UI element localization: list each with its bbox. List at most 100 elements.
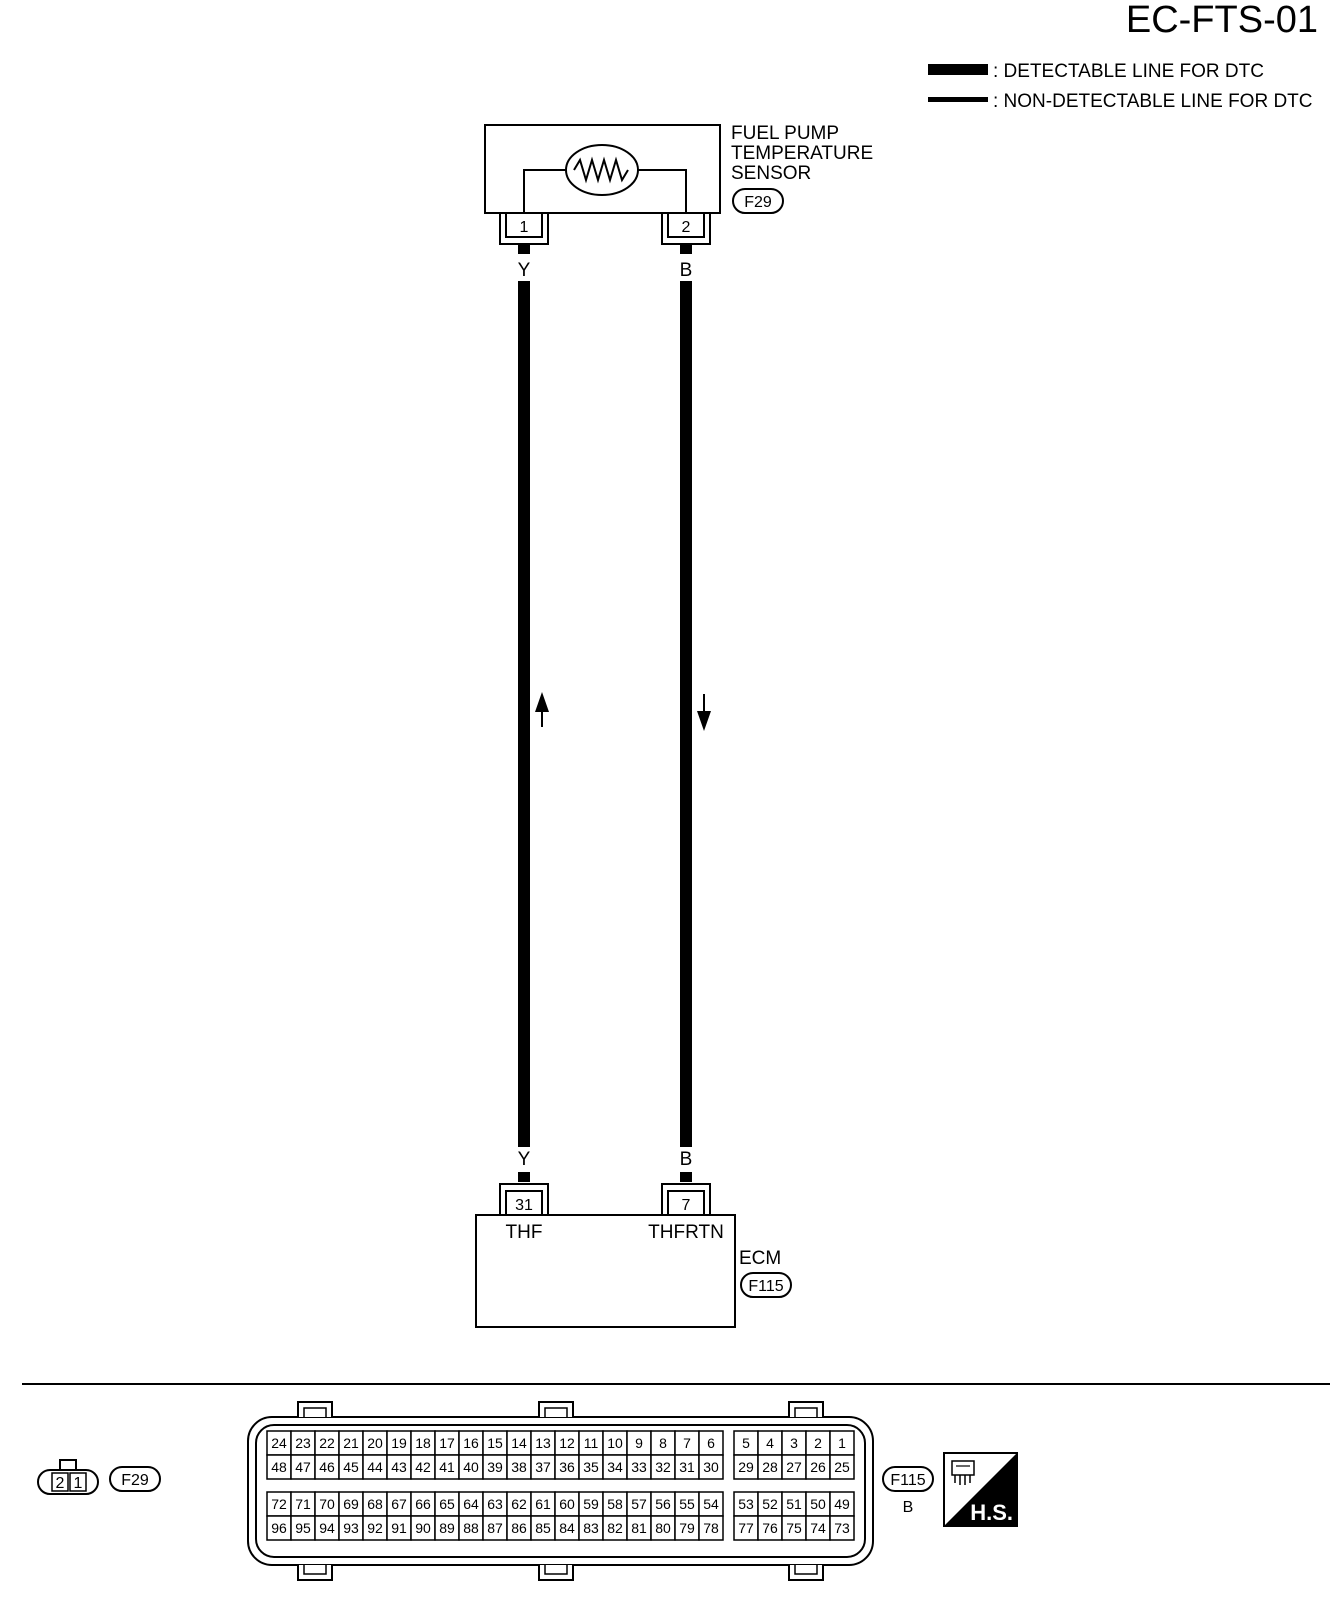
f115-inner-shell: [255, 1424, 866, 1558]
f115-pin-number: 13: [535, 1435, 551, 1451]
f115-pin-number: 75: [786, 1520, 802, 1536]
wire-y-color-bottom: Y: [518, 1149, 531, 1170]
f115-pin-number: 5: [742, 1435, 750, 1451]
f115-pin-number: 11: [584, 1435, 599, 1451]
f115-pin-number: 86: [511, 1520, 527, 1536]
f115-pin-number: 57: [631, 1496, 647, 1512]
f115-pin-cell: [434, 1454, 460, 1480]
f115-pin-number: 63: [487, 1496, 503, 1512]
f115-pin-number: 49: [834, 1496, 850, 1512]
f115-pin-cell: [781, 1454, 807, 1480]
f115-pin-cell: [290, 1454, 316, 1480]
f115-pin-cell: [458, 1515, 484, 1541]
f115-pin-number: 47: [295, 1459, 311, 1475]
f115-pin-number: 43: [391, 1459, 407, 1475]
f115-pin-number: 68: [367, 1496, 383, 1512]
f115-pin-cell: [482, 1454, 508, 1480]
ecm-pin-7-number: 7: [682, 1197, 691, 1214]
f115-pin-cell: [290, 1430, 316, 1456]
f115-pin-number: 19: [391, 1435, 407, 1451]
sensor-name-line1: FUEL PUMP: [731, 123, 839, 144]
f115-pin-cell: [829, 1491, 855, 1517]
f115-pin-number: 42: [415, 1459, 431, 1475]
f115-pin-number: 80: [655, 1520, 671, 1536]
f115-pin-cell: [829, 1454, 855, 1480]
f115-pin-number: 55: [679, 1496, 695, 1512]
f115-pin-number: 12: [559, 1435, 575, 1451]
f115-pin-number: 72: [271, 1496, 287, 1512]
f115-pin-number: 87: [487, 1520, 503, 1536]
f115-pin-number: 33: [631, 1459, 647, 1475]
f29-view-badge: [109, 1466, 161, 1492]
f115-pin-cell: [554, 1491, 580, 1517]
legend-non-detectable-label: : NON-DETECTABLE LINE FOR DTC: [993, 91, 1313, 112]
f115-pin-cell: [530, 1515, 556, 1541]
f115-pin-cell: [578, 1515, 604, 1541]
f115-pin-number: 61: [535, 1496, 551, 1512]
f115-pin-number: 1: [838, 1435, 846, 1451]
f115-pin-number: 38: [511, 1459, 527, 1475]
ecm-pin-31: 31: [499, 1172, 549, 1216]
f115-pin-cell: [698, 1454, 724, 1480]
f115-pin-number: 83: [583, 1520, 599, 1536]
f115-pin-number: 58: [607, 1496, 623, 1512]
f115-pin-cell: [458, 1430, 484, 1456]
f115-pin-number: 3: [790, 1435, 798, 1451]
f115-pin-number: 40: [463, 1459, 479, 1475]
f115-pin-number: 85: [535, 1520, 551, 1536]
f115-pin-number: 46: [319, 1459, 335, 1475]
f115-pin-number: 21: [343, 1435, 359, 1451]
ecm-pin-31-number: 31: [515, 1197, 533, 1214]
f115-pin-number: 25: [834, 1459, 850, 1475]
f115-pin-cell: [602, 1430, 628, 1456]
f115-pin-number: 71: [295, 1496, 311, 1512]
page-id: EC-FTS-01: [1126, 0, 1318, 41]
f115-pin-cell: [314, 1454, 340, 1480]
f115-pin-cell: [362, 1491, 388, 1517]
f115-pin-number: 15: [487, 1435, 503, 1451]
f115-pin-number: 20: [367, 1435, 383, 1451]
f115-pin-cell: [674, 1491, 700, 1517]
f115-pin-number: 24: [271, 1435, 287, 1451]
f115-pin-cell: [805, 1430, 831, 1456]
f115-pin-number: 17: [439, 1435, 455, 1451]
f115-pin-cell: [674, 1515, 700, 1541]
f29-pin-1: 1: [74, 1475, 83, 1492]
f115-pin-number: 36: [559, 1459, 575, 1475]
ecm-connector-badge: [740, 1272, 792, 1298]
legend-detectable-swatch: [928, 64, 988, 75]
f115-pin-number: 48: [271, 1459, 287, 1475]
sensor-pin-2: 2: [661, 212, 711, 254]
f115-pin-number: 30: [703, 1459, 719, 1475]
f115-pin-number: 37: [535, 1459, 551, 1475]
f115-pin-cell: [698, 1430, 724, 1456]
f29-view-label: F29: [121, 1472, 149, 1489]
f29-face: [37, 1469, 99, 1495]
f115-pin-cell: [386, 1454, 412, 1480]
f29-pin-2: 2: [56, 1475, 65, 1492]
f115-pin-cell: [650, 1515, 676, 1541]
f115-pin-number: 50: [810, 1496, 826, 1512]
f115-pin-number: 9: [635, 1435, 643, 1451]
f115-pin-cell: [554, 1454, 580, 1480]
f115-pin-cell: [805, 1515, 831, 1541]
ecm-name: ECM: [739, 1248, 781, 1269]
f115-pin-number: 51: [786, 1496, 802, 1512]
f115-pin-number: 6: [707, 1435, 715, 1451]
f115-pin-number: 66: [415, 1496, 431, 1512]
sensor-pin-1: 1: [499, 212, 549, 254]
sensor-name-line3: SENSOR: [731, 163, 811, 184]
f115-pin-cell: [698, 1515, 724, 1541]
f115-pin-number: 89: [439, 1520, 455, 1536]
resistor-zigzag: [573, 156, 629, 184]
f115-pin-number: 22: [319, 1435, 335, 1451]
wire-y-color-top: Y: [518, 260, 531, 281]
f115-pin-number: 16: [463, 1435, 479, 1451]
fuel-pump-temperature-sensor: FUEL PUMP TEMPERATURE SENSOR F29: [484, 123, 873, 214]
ecm-terminal-thf: THF: [506, 1222, 543, 1243]
f115-pin-number: 39: [487, 1459, 503, 1475]
wire-b-color-top: B: [680, 260, 693, 281]
f115-pin-cell: [626, 1491, 652, 1517]
f115-pin-cell: [650, 1454, 676, 1480]
